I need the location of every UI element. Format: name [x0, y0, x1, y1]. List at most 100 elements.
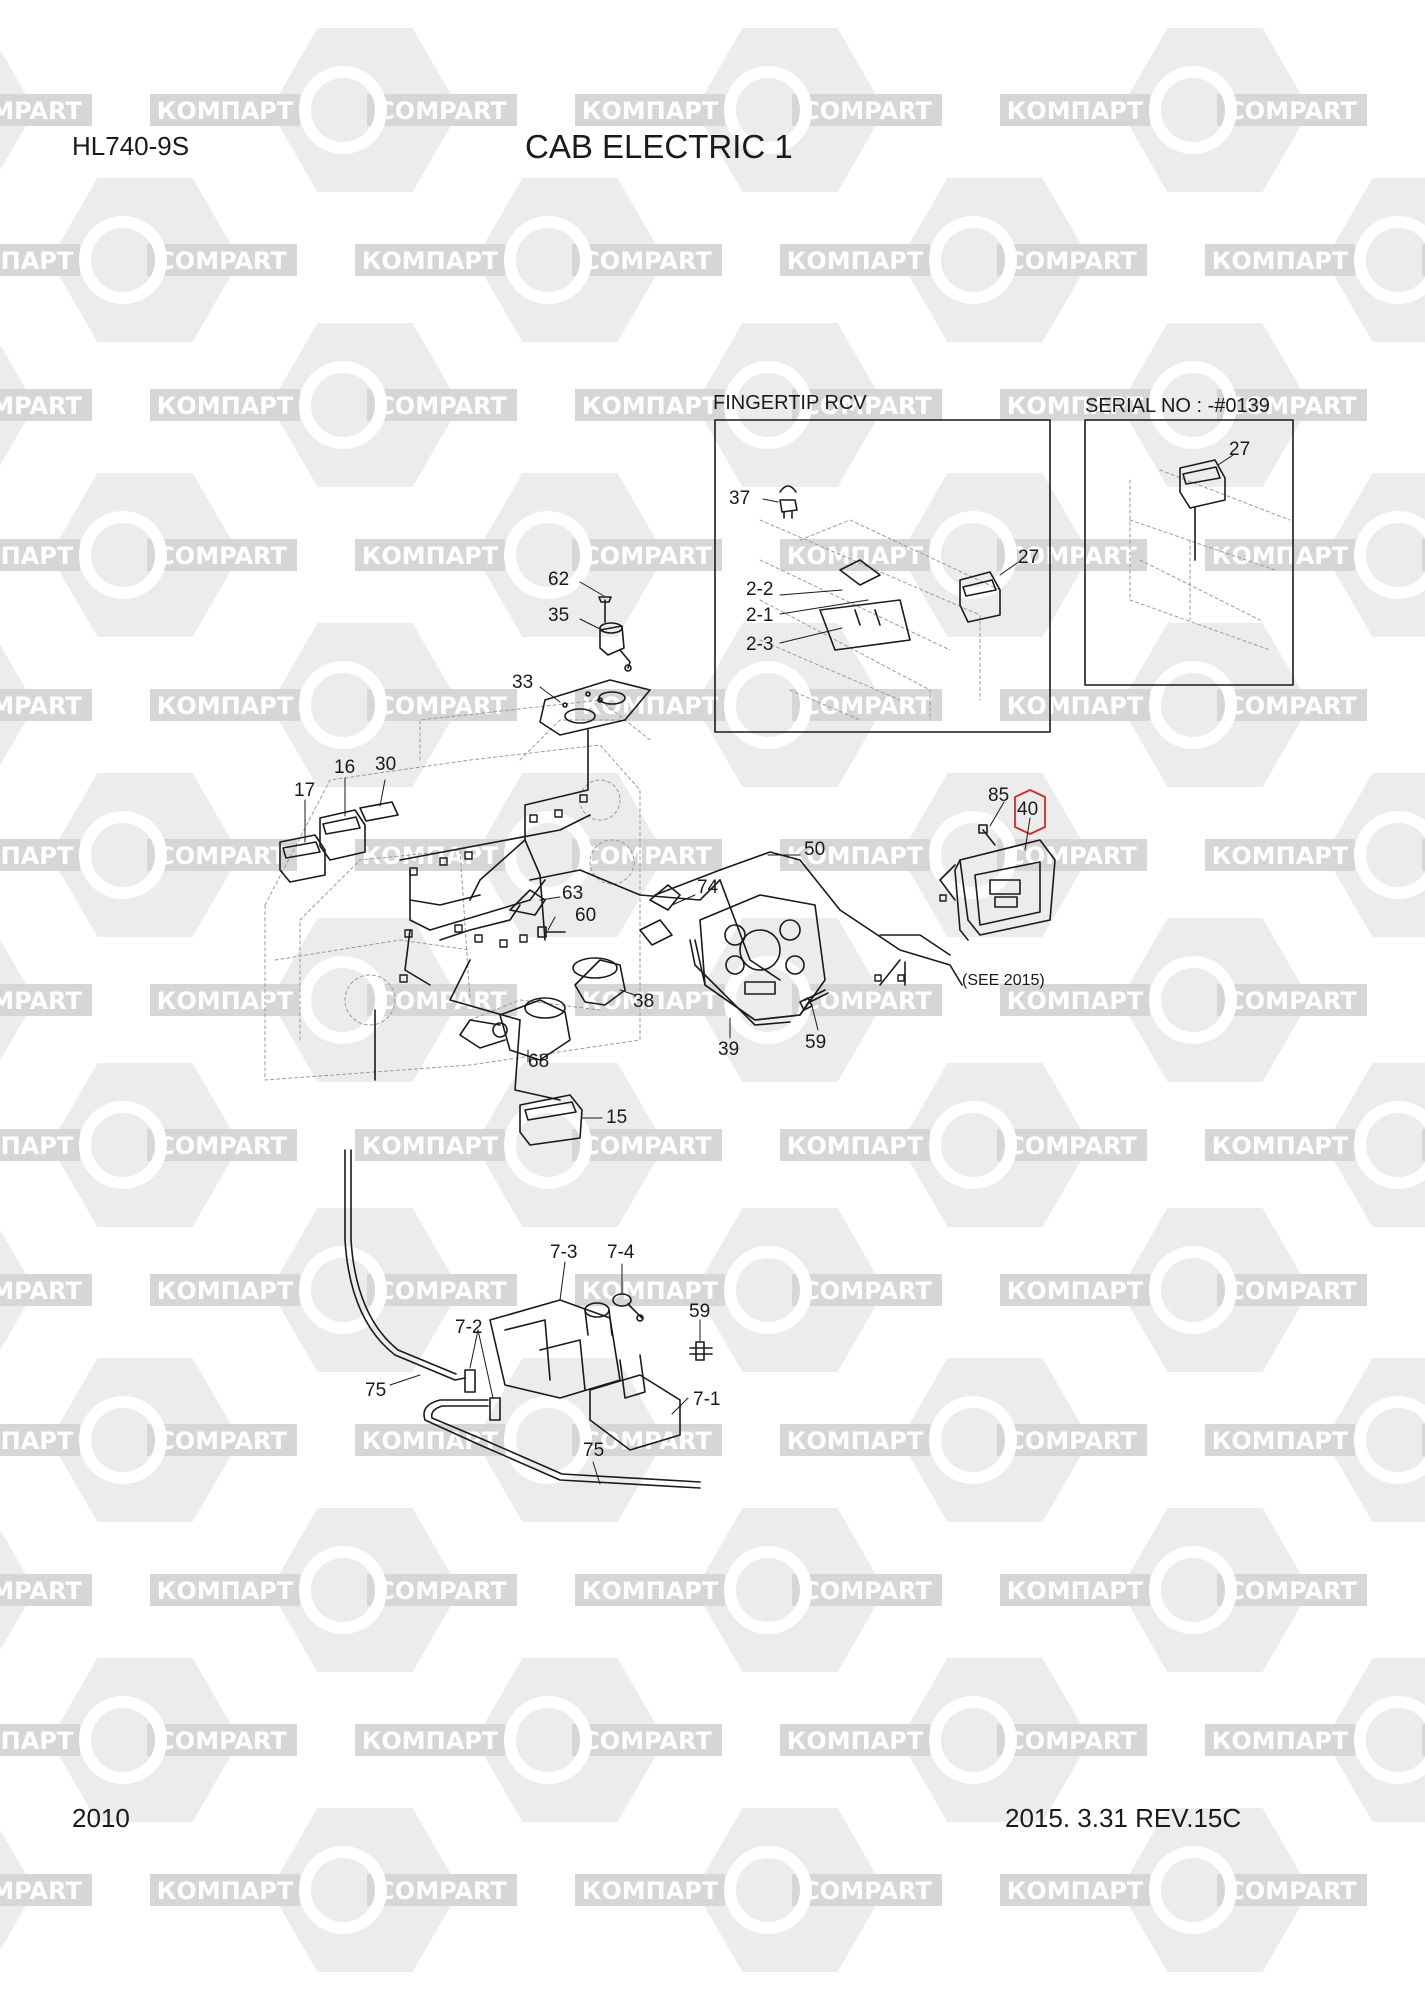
- svg-text:КОМПАРТ: КОМПАРТ: [1007, 1877, 1144, 1905]
- svg-text:КОМПАРТ: КОМПАРТ: [582, 97, 719, 125]
- fingertip-rcv-inset: [714, 419, 1051, 733]
- svg-text:COMPART: COMPART: [802, 1277, 932, 1305]
- svg-text:COMPART: COMPART: [157, 1727, 287, 1755]
- svg-text:КОМПАРТ: КОМПАРТ: [362, 1727, 499, 1755]
- svg-text:COMPART: COMPART: [802, 692, 932, 720]
- svg-text:COMPART: COMPART: [0, 97, 82, 125]
- watermark-tile: КОМПАРТ COMPART: [780, 473, 1147, 637]
- svg-text:КОМПАРТ: КОМПАРТ: [582, 1877, 719, 1905]
- svg-text:COMPART: COMPART: [377, 1877, 507, 1905]
- watermark-tile: КОМПАРТ COMPART: [1000, 323, 1367, 487]
- svg-text:КОМПАРТ: КОМПАРТ: [1212, 842, 1349, 870]
- watermark-tile: КОМПАРТ COMPART: [575, 1208, 942, 1372]
- svg-text:КОМПАРТ: КОМПАРТ: [1212, 1727, 1349, 1755]
- part-40-lamp: [939, 839, 1056, 941]
- svg-text:КОМПАРТ: КОМПАРТ: [1212, 1132, 1349, 1160]
- svg-text:COMPART: COMPART: [1227, 392, 1357, 420]
- svg-text:COMPART: COMPART: [157, 1427, 287, 1455]
- page-title: CAB ELECTRIC 1: [525, 128, 793, 165]
- part-7-1-bracket: [589, 1354, 681, 1451]
- svg-text:КОМПАРТ: КОМПАРТ: [157, 392, 294, 420]
- svg-text:КОМПАРТ: КОМПАРТ: [1007, 1577, 1144, 1605]
- watermark-tile: КОМПАРТ COMPART: [0, 473, 297, 637]
- callout-see: (SEE 2015): [962, 972, 1045, 989]
- part-33-panel-plate: [539, 679, 651, 736]
- callout-p39: 39: [718, 1039, 740, 1060]
- svg-text:COMPART: COMPART: [1007, 842, 1137, 870]
- watermark-tile: КОМПАРТ COMPART: [355, 1658, 722, 1822]
- svg-text:КОМПАРТ: КОМПАРТ: [1007, 392, 1144, 420]
- part-17-switch: [279, 834, 326, 883]
- svg-text:COMPART: COMPART: [0, 1877, 82, 1905]
- part-16-switch: [319, 809, 366, 861]
- callout-p22: 2-2: [746, 579, 774, 600]
- svg-text:КОМПАРТ: КОМПАРТ: [1007, 692, 1144, 720]
- svg-text:КОМПАРТ: КОМПАРТ: [787, 247, 924, 275]
- svg-text:COMPART: COMPART: [377, 1277, 507, 1305]
- part-30-label: [359, 801, 399, 822]
- callout-p74: 74: [697, 877, 719, 898]
- callout-p35: 35: [548, 605, 570, 626]
- svg-text:КОМПАРТ: КОМПАРТ: [362, 1427, 499, 1455]
- svg-text:КОМПАРТ: КОМПАРТ: [0, 1727, 74, 1755]
- svg-text:КОМПАРТ: КОМПАРТ: [362, 542, 499, 570]
- svg-text:COMPART: COMPART: [377, 97, 507, 125]
- callout-p23: 2-3: [746, 634, 774, 655]
- svg-text:COMPART: COMPART: [1227, 987, 1357, 1015]
- callout-p74b: 7-4: [607, 1242, 635, 1263]
- callout-p59b: 59: [689, 1301, 711, 1322]
- serial-no-label: SERIAL NO : -#0139: [1085, 395, 1270, 417]
- part-85-screw: [978, 824, 996, 846]
- svg-text:COMPART: COMPART: [157, 542, 287, 570]
- highlight-part-40: [1014, 789, 1046, 835]
- svg-text:COMPART: COMPART: [377, 1577, 507, 1605]
- svg-text:COMPART: COMPART: [582, 1427, 712, 1455]
- model-number: HL740-9S: [72, 131, 190, 161]
- svg-text:КОМПАРТ: КОМПАРТ: [787, 542, 924, 570]
- svg-text:КОМПАРТ: КОМПАРТ: [362, 1132, 499, 1160]
- watermark-tile: КОМПАРТ COMPART: [355, 1358, 722, 1522]
- svg-text:COMPART: COMPART: [582, 542, 712, 570]
- svg-text:COMPART: COMPART: [582, 247, 712, 275]
- svg-text:КОМПАРТ: КОМПАРТ: [157, 692, 294, 720]
- svg-text:COMPART: COMPART: [157, 842, 287, 870]
- svg-text:КОМПАРТ: КОМПАРТ: [1007, 97, 1144, 125]
- part-7-4-cap: [612, 1293, 644, 1322]
- svg-text:КОМПАРТ: КОМПАРТ: [582, 1277, 719, 1305]
- svg-text:COMPART: COMPART: [0, 392, 82, 420]
- svg-text:КОМПАРТ: КОМПАРТ: [787, 1727, 924, 1755]
- svg-text:КОМПАРТ: КОМПАРТ: [582, 392, 719, 420]
- callout-p73: 7-3: [550, 1242, 578, 1263]
- svg-text:КОМПАРТ: КОМПАРТ: [582, 987, 719, 1015]
- svg-text:COMPART: COMPART: [582, 1727, 712, 1755]
- part-39-gauge-cluster: [689, 894, 826, 1026]
- group-number: 2010: [72, 1803, 130, 1833]
- revision-date: 2015. 3.31 REV.15C: [1005, 1803, 1242, 1833]
- svg-text:КОМПАРТ: КОМПАРТ: [0, 542, 74, 570]
- svg-text:КОМПАРТ: КОМПАРТ: [157, 97, 294, 125]
- callout-p63: 63: [562, 883, 584, 904]
- fingertip-rcv-label: FINGERTIP RCV: [713, 392, 867, 414]
- svg-text:COMPART: COMPART: [1007, 1132, 1137, 1160]
- callout-p38: 38: [633, 991, 655, 1012]
- callout-p60: 60: [575, 905, 597, 926]
- svg-text:COMPART: COMPART: [1007, 542, 1137, 570]
- svg-text:COMPART: COMPART: [1227, 692, 1357, 720]
